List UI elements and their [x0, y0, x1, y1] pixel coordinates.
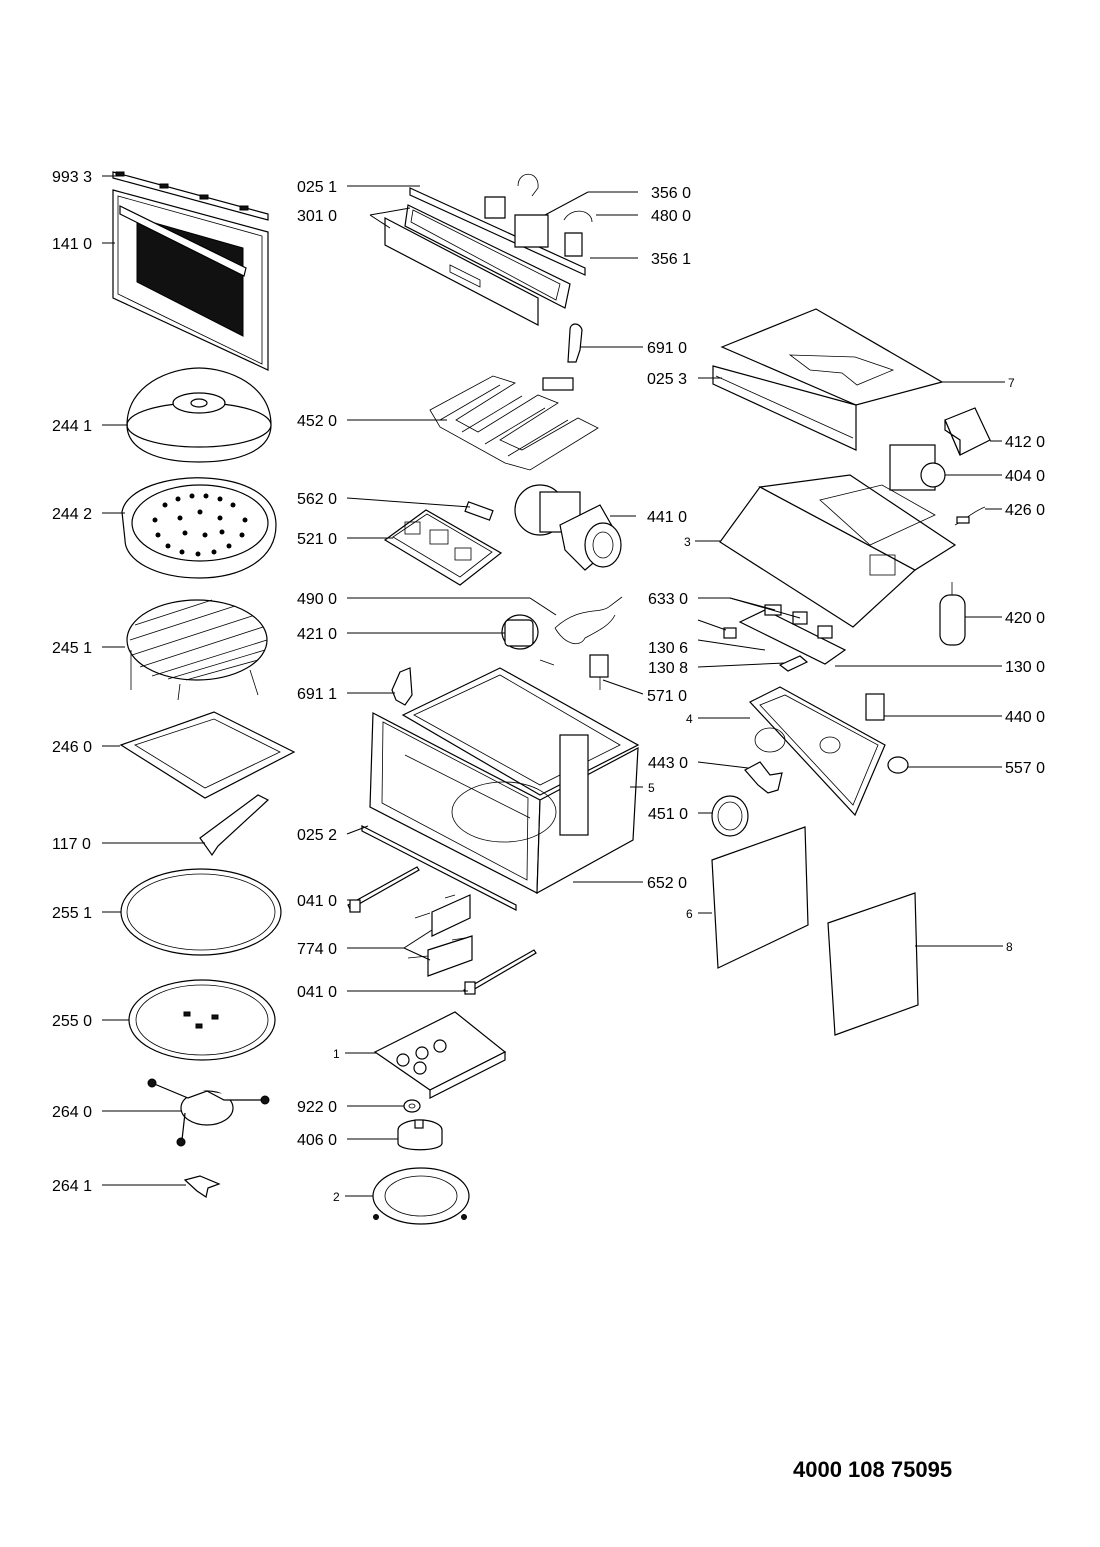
wire-harness — [554, 596, 623, 645]
turntable-motor — [397, 1119, 443, 1151]
label-426-0: 426 0 — [1005, 502, 1045, 519]
label-264-0: 264 0 — [52, 1104, 92, 1121]
label-451-0: 451 0 — [648, 806, 688, 823]
label-490-0: 490 0 — [297, 591, 337, 608]
bottom-plate — [373, 1011, 507, 1099]
oven-lamp — [567, 323, 583, 363]
label-4: 4 — [686, 712, 693, 726]
label-1: 1 — [333, 1047, 340, 1061]
drive-coupler — [183, 1175, 221, 1198]
dome-cover — [126, 367, 272, 463]
label-557-0: 557 0 — [1005, 760, 1045, 777]
motor-capacitor — [501, 614, 555, 666]
label-244-2: 244 2 — [52, 506, 92, 523]
thermostat — [887, 756, 909, 774]
label-443-0: 443 0 — [648, 755, 688, 772]
oven-cavity — [369, 667, 640, 895]
washer — [403, 1099, 421, 1113]
slide-rail-lower — [463, 949, 537, 995]
label-356-1: 356 1 — [651, 251, 691, 268]
label-922-0: 922 0 — [297, 1099, 337, 1116]
rail-strip — [361, 825, 517, 911]
label-421-0: 421 0 — [297, 626, 337, 643]
label-301-0: 301 0 — [297, 208, 337, 225]
slide-rail-upper — [347, 866, 420, 913]
fuse — [464, 501, 494, 521]
document-number: 4000 108 75095 — [793, 1457, 953, 1482]
label-025-3: 025 3 — [647, 371, 687, 388]
heater-ring — [711, 795, 749, 837]
sensor-lead — [954, 506, 986, 526]
label-141-0: 141 0 — [52, 236, 92, 253]
label-521-0: 521 0 — [297, 531, 337, 548]
fan-blade — [744, 761, 783, 794]
roller-support — [147, 1078, 270, 1147]
label-633-0: 633 0 — [648, 591, 688, 608]
chassis-frame — [719, 474, 957, 628]
label-562-0: 562 0 — [297, 491, 337, 508]
switch-assembly — [723, 604, 847, 672]
label-356-0: 356 0 — [651, 185, 691, 202]
wire-rack — [126, 599, 268, 701]
label-412-0: 412 0 — [1005, 434, 1045, 451]
control-board — [383, 509, 503, 586]
label-244-1: 244 1 — [52, 418, 92, 435]
mounting-brackets — [407, 894, 473, 977]
label-3: 3 — [684, 535, 691, 549]
oven-door — [112, 171, 269, 371]
label-255-1: 255 1 — [52, 905, 92, 922]
label-8: 8 — [1006, 940, 1013, 954]
label-246-0: 246 0 — [52, 739, 92, 756]
label-245-1: 245 1 — [52, 640, 92, 657]
label-406-0: 406 0 — [297, 1132, 337, 1149]
label-480-0: 480 0 — [651, 208, 691, 225]
seal-ring — [372, 1167, 470, 1225]
label-571-0: 571 0 — [647, 688, 687, 705]
fan-motor — [514, 484, 622, 571]
magnetron — [889, 444, 946, 491]
hv-capacitor — [939, 582, 966, 646]
control-panel — [384, 173, 593, 326]
oven-lamp-2 — [391, 667, 413, 706]
grill-element — [429, 375, 599, 471]
leader-lines — [102, 175, 1005, 1197]
label-993-3: 993 3 — [52, 169, 92, 186]
transformer-block — [944, 407, 991, 456]
label-6: 6 — [686, 907, 693, 921]
label-452-0: 452 0 — [297, 413, 337, 430]
label-652-0: 652 0 — [647, 875, 687, 892]
label-7: 7 — [1008, 376, 1015, 390]
label-130-0: 130 0 — [1005, 659, 1045, 676]
label-5: 5 — [648, 781, 655, 795]
door-switch — [865, 693, 885, 721]
label-041-0-b: 041 0 — [297, 984, 337, 1001]
label-404-0: 404 0 — [1005, 468, 1045, 485]
label-420-0: 420 0 — [1005, 610, 1045, 627]
turntable-plate — [128, 979, 276, 1061]
label-041-0-a: 041 0 — [297, 893, 337, 910]
label-130-6: 130 6 — [648, 640, 688, 657]
crisp-plate — [121, 477, 277, 579]
label-441-0: 441 0 — [647, 509, 687, 526]
part-labels: 993 3 141 0 244 1 244 2 245 1 246 0 117 … — [52, 169, 1045, 1204]
label-117-0: 117 0 — [52, 836, 91, 853]
tray-handle — [199, 794, 270, 857]
cavity-tray — [749, 686, 886, 817]
label-691-1: 691 1 — [297, 686, 337, 703]
power-transformer — [589, 654, 609, 690]
label-264-1: 264 1 — [52, 1178, 92, 1195]
label-2: 2 — [333, 1190, 340, 1204]
label-440-0: 440 0 — [1005, 709, 1045, 726]
label-255-0: 255 0 — [52, 1013, 92, 1030]
label-025-2: 025 2 — [297, 827, 337, 844]
side-panel-left — [711, 826, 809, 969]
baking-tray — [119, 711, 296, 799]
side-panel-right — [827, 892, 919, 1036]
label-774-0: 774 0 — [297, 941, 337, 958]
label-025-1: 025 1 — [297, 179, 337, 196]
label-130-8: 130 8 — [648, 660, 688, 677]
turntable-ring — [120, 868, 282, 956]
label-691-0: 691 0 — [647, 340, 687, 357]
